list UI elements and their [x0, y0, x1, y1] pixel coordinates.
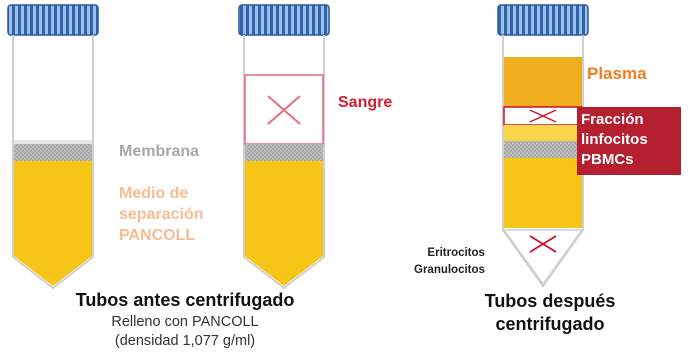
- caption-after-line2: centrifugado: [495, 314, 605, 334]
- plasma-layer: [504, 57, 582, 107]
- tube-after: [497, 4, 589, 288]
- membrane-layer: [245, 144, 323, 161]
- label-membrane: Membrana: [119, 143, 200, 160]
- label-erit-line2: Granulocitos: [414, 264, 485, 276]
- caption-before-title: Tubos antes centrifugado: [75, 290, 295, 310]
- label-separation-medium: Medio de separación PANCOLL: [119, 183, 203, 246]
- caption-before-sub-line2: (densidad 1,077 g/ml): [114, 333, 256, 349]
- label-fraction-line1: Fracción: [581, 111, 644, 128]
- label-pbmc-fraction: Fracción linfocitos PBMCs: [581, 110, 648, 170]
- tube-before-pancoll: [7, 4, 99, 290]
- label-erit-line1: Eritrocitos: [427, 247, 485, 259]
- membrane-layer: [504, 141, 582, 158]
- label-fraction-line2: linfocitos: [581, 131, 648, 148]
- label-medium-line1: Medio de: [119, 185, 189, 202]
- membrane-layer: [14, 144, 92, 161]
- tube-cap: [238, 4, 330, 36]
- caption-after-line1: Tubos después: [484, 291, 616, 311]
- caption-after-title: Tubos después centrifugado: [430, 290, 670, 336]
- tube-cap: [7, 4, 99, 36]
- tube-outline: [243, 35, 325, 290]
- label-blood: Sangre: [338, 94, 393, 111]
- label-medium-line3: PANCOLL: [119, 227, 196, 244]
- caption-before-subtitle: Relleno con PANCOLL (densidad 1,077 g/ml…: [0, 313, 370, 351]
- separation-medium: [245, 161, 323, 286]
- tube-outline: [12, 35, 94, 290]
- caption-before-sub-line1: Relleno con PANCOLL: [111, 314, 259, 330]
- erythrocyte-layer: [502, 229, 584, 286]
- fraction-label-box: [577, 107, 681, 175]
- label-medium-line2: separación: [119, 206, 204, 223]
- separation-medium: [14, 161, 92, 286]
- label-erythrocytes: Eritrocitos Granulocitos: [414, 245, 485, 279]
- separation-medium: [504, 158, 582, 228]
- label-fraction-line3: PBMCs: [581, 151, 634, 168]
- tube-before-blood: [238, 4, 330, 290]
- tube-cap: [497, 4, 589, 36]
- label-plasma: Plasma: [587, 64, 647, 83]
